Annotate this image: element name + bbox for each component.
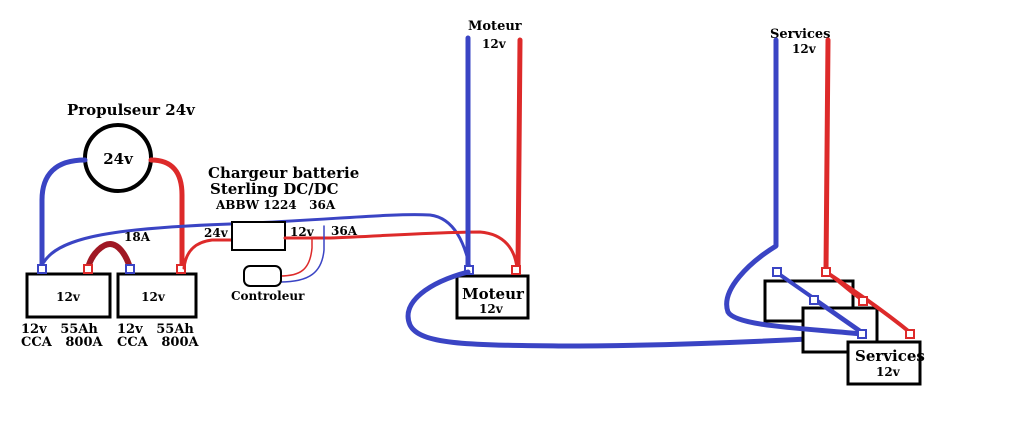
- services-positive-feed: [823, 37, 831, 273]
- battery-1-label: 12v: [56, 290, 81, 304]
- moteur-top-voltage: 12v: [482, 37, 507, 51]
- chargeur-input-wire: [182, 238, 234, 270]
- moteur-positive-terminal: [511, 265, 521, 275]
- main-negative-wire: [42, 213, 472, 270]
- chargeur-title-line2: Sterling DC/DC: [210, 180, 339, 198]
- services-front-negative-terminal: [857, 329, 867, 339]
- battery-2: [116, 272, 198, 319]
- ground-loop-wire: [405, 269, 865, 349]
- services-box-voltage: 12v: [876, 365, 901, 379]
- propulseur-title: Propulseur 24v: [67, 101, 196, 119]
- services-middle-negative-terminal: [809, 295, 819, 305]
- battery-1-positive-terminal: [83, 264, 93, 274]
- services-front-positive-terminal: [905, 329, 915, 339]
- propulseur-positive-wire: [148, 157, 185, 269]
- controleur-box: [243, 265, 282, 287]
- controleur-wire-red: [279, 237, 313, 277]
- battery-2-label: 12v: [141, 290, 166, 304]
- chargeur-title-line1: Chargeur batterie: [208, 164, 359, 182]
- battery-2-negative-terminal: [125, 264, 135, 274]
- chargeur-output-amps: 36A: [331, 224, 358, 238]
- propulseur-negative-wire: [39, 157, 88, 269]
- services-top-title: Services: [770, 27, 831, 42]
- services-back-negative-terminal: [772, 267, 782, 277]
- propulseur-voltage: 24v: [103, 150, 134, 168]
- battery-1-spec-capacity: 12v 55Ah: [21, 322, 98, 337]
- moteur-box: [455, 274, 530, 320]
- services-box-front: [846, 340, 922, 386]
- chargeur-model: ABBW 1224 36A: [215, 198, 336, 212]
- battery-2-spec-capacity: 12v 55Ah: [117, 322, 194, 337]
- chargeur-input-voltage: 24v: [204, 226, 229, 240]
- services-negative-feed: [724, 37, 865, 337]
- battery-2-spec-cca: CCA 800A: [117, 335, 199, 350]
- services-middle-positive-terminal: [858, 296, 868, 306]
- services-top-voltage: 12v: [792, 42, 817, 56]
- battery-1: [25, 272, 112, 319]
- chargeur-output-wire: [283, 230, 519, 270]
- chargeur-output-voltage: 12v: [290, 225, 315, 239]
- moteur-positive-feed: [515, 37, 523, 271]
- controleur-wire-blue: [279, 225, 325, 283]
- controleur-label: Controleur: [231, 289, 305, 303]
- services-box-title: Services: [855, 347, 925, 365]
- jumper-label: 18A: [124, 230, 151, 244]
- services-negative-link-2: [810, 296, 864, 335]
- moteur-top-title: Moteur: [468, 19, 522, 34]
- services-back-positive-terminal: [821, 267, 831, 277]
- moteur-box-voltage: 12v: [479, 302, 504, 316]
- chargeur-box: [231, 221, 286, 251]
- jumper-wire-18a: [85, 240, 133, 271]
- battery-1-negative-terminal: [37, 264, 47, 274]
- battery-1-spec-cca: CCA 800A: [21, 335, 103, 350]
- moteur-box-title: Moteur: [462, 285, 525, 303]
